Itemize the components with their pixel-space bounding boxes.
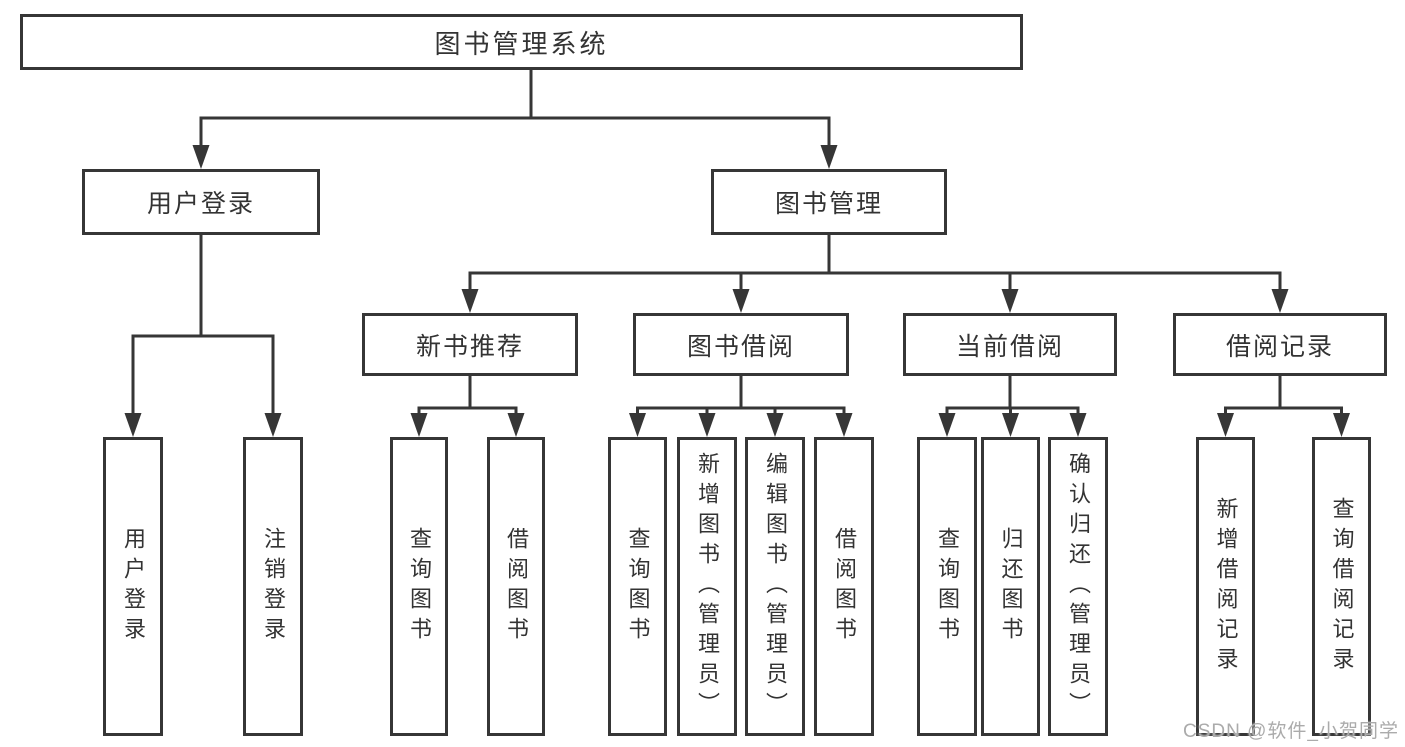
arrowhead-leaf-rcd-add-record: [1217, 413, 1234, 437]
node-label-new-book-rec: 新书推荐: [415, 332, 524, 361]
arrowhead-new-book-rec: [461, 289, 479, 313]
arrowhead-leaf-cur-confirm-return: [1069, 413, 1087, 437]
arrowhead-book-mgmt: [820, 145, 838, 169]
node-label-leaf-bor-edit-book: 编辑图书（管理员）: [763, 451, 788, 722]
node-borrow-records: 借阅记录: [1173, 313, 1387, 376]
node-label-leaf-rec-borrow-book: 借阅图书: [504, 526, 529, 647]
node-current-borrow: 当前借阅: [903, 313, 1117, 376]
node-leaf-rec-query-book: 查询图书: [390, 437, 448, 736]
arrowhead-leaf-rec-borrow-book: [507, 413, 525, 437]
edge-borrow-records: [1217, 374, 1350, 437]
node-new-book-rec: 新书推荐: [362, 313, 578, 376]
arrowhead-leaf-bor-edit-book: [766, 413, 784, 437]
edge-root: [192, 68, 838, 169]
node-leaf-rec-borrow-book: 借阅图书: [487, 437, 545, 736]
node-label-leaf-bor-add-book: 新增图书（管理员）: [695, 451, 720, 722]
node-label-leaf-bor-borrow-book: 借阅图书: [832, 526, 857, 647]
node-leaf-rcd-add-record: 新增借阅记录: [1196, 437, 1255, 736]
arrowhead-leaf-bor-add-book: [698, 413, 716, 437]
edge-new-book-rec: [410, 374, 525, 437]
arrowhead-book-borrow: [732, 289, 750, 313]
arrowhead-leaf-logout: [264, 413, 282, 437]
node-label-root: 图书管理系统: [434, 28, 609, 59]
arrowhead-current-borrow: [1001, 289, 1019, 313]
node-book-borrow: 图书借阅: [633, 313, 849, 376]
node-root: 图书管理系统: [20, 14, 1023, 70]
node-label-leaf-user-login: 用户登录: [121, 526, 146, 647]
node-label-leaf-rcd-query-record: 查询借阅记录: [1329, 496, 1355, 677]
node-leaf-bor-edit-book: 编辑图书（管理员）: [745, 437, 805, 736]
arrowhead-leaf-cur-return-book: [1002, 413, 1019, 437]
arrowhead-leaf-rcd-query-record: [1333, 413, 1350, 437]
arrowhead-leaf-rec-query-book: [410, 413, 428, 437]
node-leaf-cur-confirm-return: 确认归还（管理员）: [1048, 437, 1108, 736]
node-label-leaf-bor-query-book: 查询图书: [625, 526, 651, 647]
arrowhead-leaf-bor-query-book: [629, 413, 646, 437]
node-label-current-borrow: 当前借阅: [955, 332, 1064, 361]
csdn-watermark: CSDN @软件_小贺同学: [1183, 721, 1399, 742]
node-leaf-logout: 注销登录: [243, 437, 303, 736]
node-label-leaf-logout: 注销登录: [261, 526, 286, 647]
arrowhead-user-login: [192, 145, 210, 169]
node-label-leaf-cur-confirm-return: 确认归还（管理员）: [1066, 451, 1091, 722]
node-leaf-bor-add-book: 新增图书（管理员）: [677, 437, 737, 736]
arrowhead-borrow-records: [1271, 289, 1289, 313]
arrowhead-leaf-bor-borrow-book: [835, 413, 853, 437]
edge-user-login: [124, 233, 282, 437]
arrowhead-leaf-user-login: [124, 413, 142, 437]
node-user-login: 用户登录: [82, 169, 320, 235]
node-label-leaf-rcd-add-record: 新增借阅记录: [1213, 496, 1239, 677]
edge-current-borrow: [938, 374, 1087, 437]
node-label-leaf-cur-return-book: 归还图书: [998, 526, 1024, 647]
node-leaf-cur-return-book: 归还图书: [981, 437, 1040, 736]
node-book-mgmt: 图书管理: [711, 169, 947, 235]
node-label-borrow-records: 借阅记录: [1225, 332, 1334, 361]
node-leaf-bor-query-book: 查询图书: [608, 437, 667, 736]
node-leaf-cur-query-book: 查询图书: [917, 437, 977, 736]
node-label-book-borrow: 图书借阅: [686, 332, 795, 361]
node-label-book-mgmt: 图书管理: [774, 190, 883, 218]
node-label-user-login: 用户登录: [146, 190, 255, 218]
node-leaf-bor-borrow-book: 借阅图书: [814, 437, 874, 736]
edge-book-mgmt: [461, 233, 1289, 313]
arrowhead-leaf-cur-query-book: [938, 413, 956, 437]
node-label-leaf-cur-query-book: 查询图书: [935, 526, 960, 647]
node-label-leaf-rec-query-book: 查询图书: [407, 526, 432, 647]
edge-book-borrow: [629, 374, 853, 437]
node-leaf-rcd-query-record: 查询借阅记录: [1312, 437, 1371, 736]
node-leaf-user-login: 用户登录: [103, 437, 163, 736]
